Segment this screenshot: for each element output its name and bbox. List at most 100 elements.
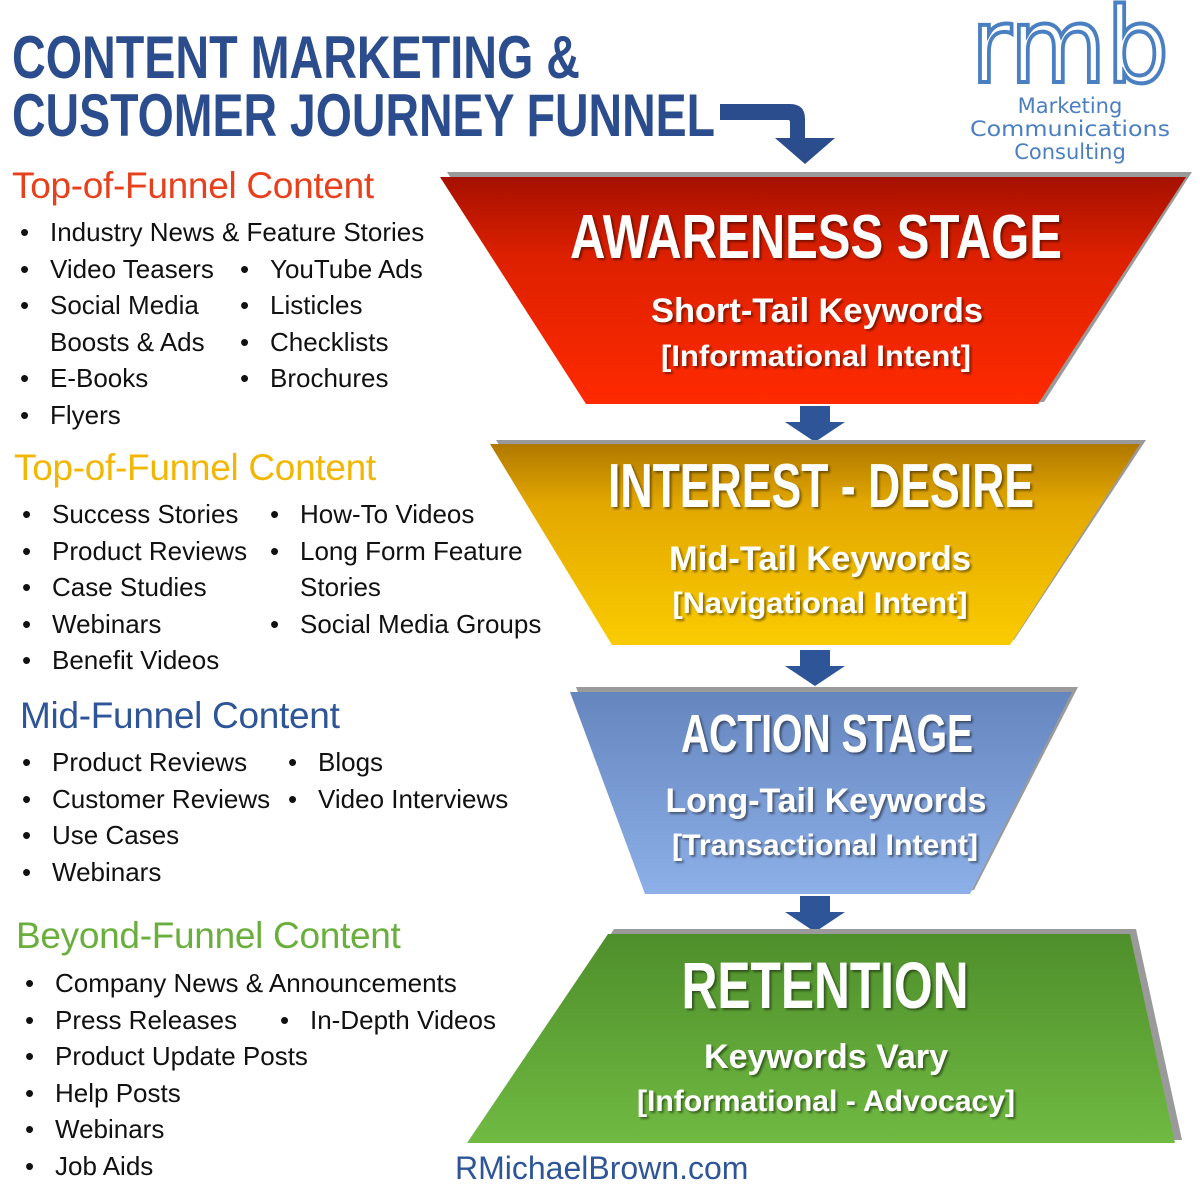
list-item: •Webinars [25, 1111, 280, 1148]
stage-awareness: AWARENESS STAGE Short-Tail Keywords [Inf… [440, 172, 1192, 404]
list-row: • Customer Reviews •Video Interviews [22, 781, 508, 818]
list-item: •Long Form Feature [270, 533, 523, 570]
list-item-text: YouTube Ads [270, 253, 423, 284]
bullet-icon: • [22, 645, 32, 676]
list-item: •In-Depth Videos [280, 1002, 496, 1039]
list-item-text: Industry News & Feature Stories [50, 217, 425, 247]
stage-intent: [Transactional Intent] [672, 829, 978, 862]
list-item: • Press Releases [25, 1002, 280, 1039]
list-item: •Product Update Posts [25, 1038, 308, 1075]
bullet-icon: • [25, 1077, 35, 1108]
bullet-icon: • [22, 572, 32, 603]
logo-line-1: Marketing [1018, 94, 1123, 118]
list-item: •Video Interviews [288, 781, 508, 818]
section-heading: Beyond-Funnel Content [16, 915, 401, 956]
list-row: •Company News & Announcements [25, 965, 496, 1002]
mid-funnel-section: Mid-Funnel Content •Product Reviews•Blog… [20, 696, 508, 890]
list-row: •Job Aids [25, 1148, 496, 1185]
list-item-text: How-To Videos [300, 499, 475, 529]
list-item-text: Webinars [55, 1114, 165, 1145]
list-item: Stories [270, 569, 381, 606]
bullet-icon: • [22, 608, 32, 639]
list-item: •Video Teasers [20, 251, 240, 288]
stage-title: AWARENESS STAGE [570, 203, 1062, 272]
website-link[interactable]: RMichaelBrown.com [455, 1150, 749, 1186]
title-line-1: CONTENT MARKETING & [12, 24, 580, 91]
bullet-icon: • [270, 608, 280, 639]
logo-mark: rmb [971, 0, 1169, 107]
list-item-text: Benefit Videos [52, 645, 220, 676]
title-arrow-icon [720, 104, 835, 164]
bullet-icon: • [240, 363, 250, 394]
bullet-icon: • [25, 1150, 35, 1181]
bullet-icon: • [240, 290, 250, 321]
list-item-text: Company News & Announcements [55, 968, 457, 998]
bullet-icon: • [280, 1004, 290, 1035]
list-row: • Benefit Videos [22, 642, 541, 679]
bullet-icon: • [20, 253, 30, 284]
bullet-icon: • [25, 1004, 35, 1035]
list-item-text: Brochures [270, 363, 389, 394]
list-row: •Webinars [22, 854, 508, 891]
stage-title: RETENTION [682, 948, 969, 1022]
list-item: • Success Stories [22, 496, 270, 533]
down-arrow-icon [785, 406, 845, 442]
down-arrow-icon [785, 650, 845, 686]
list-item: • Brochures [240, 360, 389, 397]
bullet-icon [20, 324, 50, 361]
list-item-text: Success Stories [52, 499, 239, 529]
list-row: •Video Teasers• YouTube Ads [20, 251, 423, 288]
list-item-text: Social Media [50, 290, 199, 321]
list-row: •Social Media•Listicles [20, 287, 423, 324]
bullet-icon [270, 569, 300, 606]
list-item: •Social Media Groups [270, 606, 541, 643]
list-item-text: Product Reviews [52, 747, 248, 777]
bullet-icon: • [22, 747, 32, 777]
bullet-icon: • [22, 535, 32, 566]
bullet-icon: • [270, 499, 280, 529]
list-row: •Use Cases [22, 817, 508, 854]
list-item-text: Customer Reviews [52, 783, 271, 814]
list-row: • Industry News & Feature Stories [20, 214, 424, 251]
list-row: • Case Studies Stories [22, 569, 541, 606]
section-heading: Top-of-Funnel Content [14, 447, 376, 488]
stage-intent: [Informational - Advocacy] [637, 1085, 1015, 1118]
list-item-text: Blogs [318, 747, 384, 777]
list-row: •Product Update Posts [25, 1038, 496, 1075]
list-row: • Webinars •Social Media Groups [22, 606, 541, 643]
logo-line-2: Communications [970, 117, 1170, 141]
list-item-text: Case Studies [52, 572, 207, 603]
list-item: •Blogs [288, 744, 383, 781]
list-item-text: E-Books [50, 363, 149, 394]
list-item: Boosts & Ads [20, 324, 240, 361]
rmb-logo: rmb Marketing Communications Consulting [969, 0, 1171, 164]
list-item: •Product Reviews [22, 533, 270, 570]
bullet-icon: • [25, 1041, 35, 1072]
bullet-icon: • [270, 535, 280, 566]
stage-intent: [Informational Intent] [661, 340, 971, 373]
list-item: •Use Cases [22, 817, 288, 854]
down-arrow-icon [785, 896, 845, 932]
bullet-icon: • [22, 499, 32, 529]
list-item-text: Boosts & Ads [50, 326, 205, 357]
list-item: • Social Media [20, 287, 240, 324]
list-item: • Industry News & Feature Stories [20, 214, 424, 251]
list-item-text: Press Releases [55, 1004, 238, 1035]
list-row: •Help Posts [25, 1075, 496, 1112]
stage-title: INTEREST - DESIRE [608, 452, 1034, 521]
bullet-icon: • [20, 290, 30, 321]
list-item: • Customer Reviews [22, 781, 288, 818]
stage-intent: [Navigational Intent] [673, 587, 968, 620]
list-item-text: Webinars [52, 856, 162, 887]
list-row: • Product Reviews •Blogs [22, 744, 508, 781]
bullet-icon: • [20, 399, 30, 430]
bullet-icon: • [22, 783, 32, 814]
list-item: •Webinars [22, 854, 288, 891]
stage-retention: RETENTION Keywords Vary [Informational -… [467, 929, 1182, 1143]
list-row: • E-Books • Brochures [20, 360, 423, 397]
list-item: • Product Reviews [22, 744, 288, 781]
bullet-icon: • [288, 783, 298, 814]
bullet-icon: • [20, 217, 30, 247]
list-item-text: Webinars [52, 608, 162, 639]
